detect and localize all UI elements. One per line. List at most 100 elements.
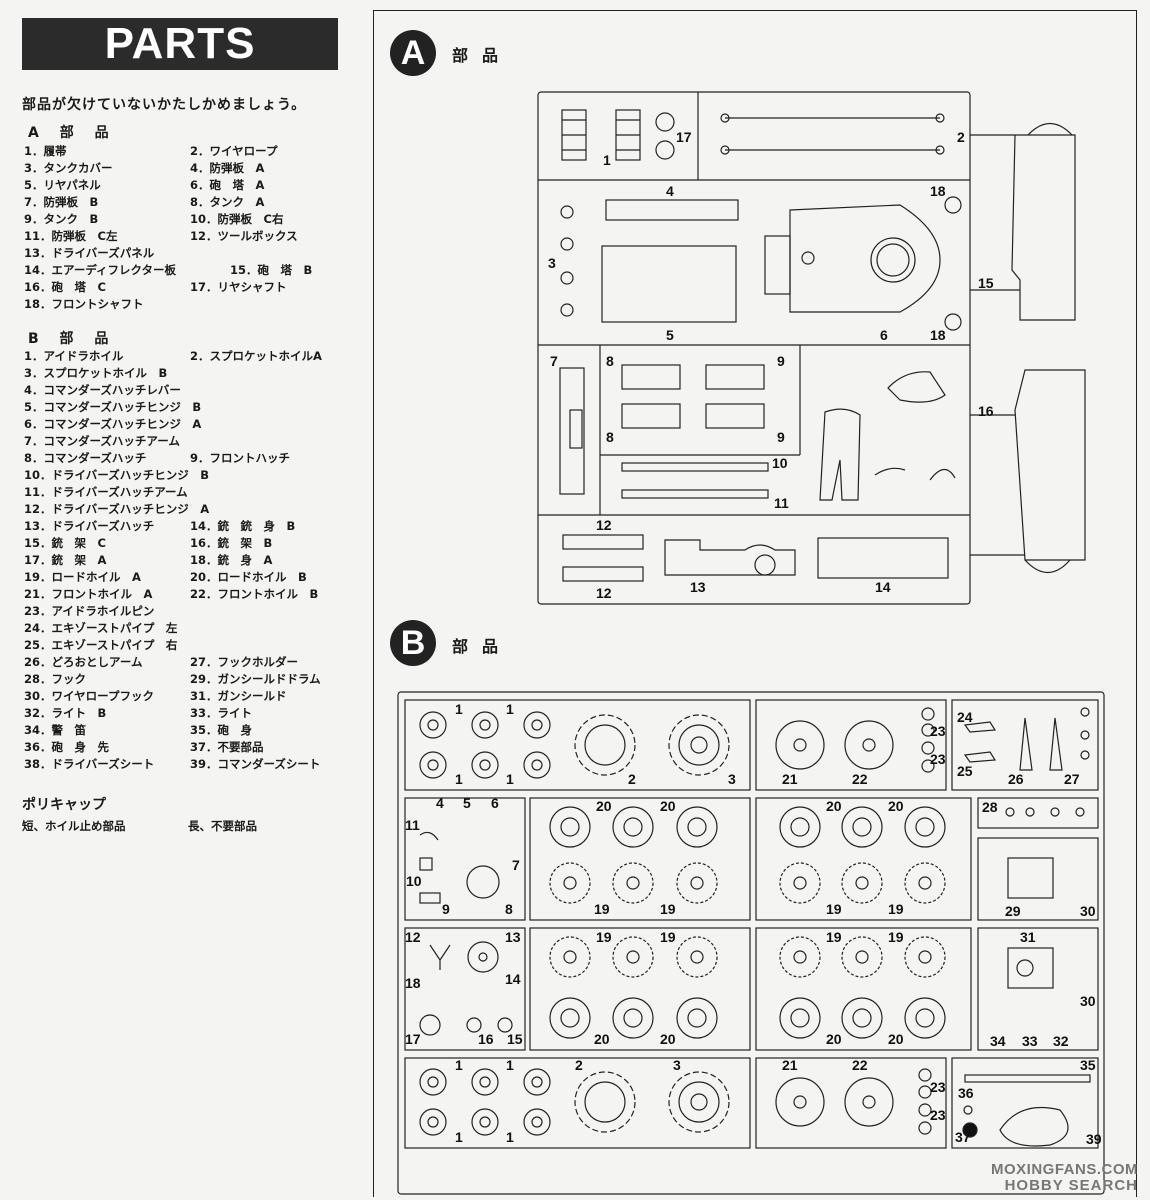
svg-text:19: 19 xyxy=(594,901,610,917)
parts-row: 24．エキゾーストパイプ 左 xyxy=(24,620,322,637)
part-entry: 11．防弾板 C左 xyxy=(24,229,118,243)
svg-text:19: 19 xyxy=(660,901,676,917)
svg-text:7: 7 xyxy=(550,353,558,369)
svg-text:19: 19 xyxy=(826,901,842,917)
svg-text:35: 35 xyxy=(1080,1057,1096,1073)
part-entry: 34．警 笛 xyxy=(24,723,87,737)
svg-text:17: 17 xyxy=(405,1031,421,1047)
polycap-long: 長、不要部品 xyxy=(188,819,257,833)
part-entry: 28．フック xyxy=(24,672,87,686)
parts-row: 6．コマンダーズハッチヒンジ A xyxy=(24,416,322,433)
part-entry: 31．ガンシールド xyxy=(190,689,287,703)
svg-text:29: 29 xyxy=(1005,903,1021,919)
svg-text:23: 23 xyxy=(930,1107,946,1123)
svg-text:13: 13 xyxy=(690,579,706,595)
svg-text:27: 27 xyxy=(1064,771,1080,787)
part-entry: 3．スプロケットホイル B xyxy=(24,366,168,380)
parts-row: 18．フロントシャフト xyxy=(24,296,312,313)
svg-text:3: 3 xyxy=(673,1057,681,1073)
road-wheels-left-bottom xyxy=(549,936,718,1039)
svg-text:13: 13 xyxy=(505,929,521,945)
svg-text:28: 28 xyxy=(982,799,998,815)
part-entry: 9．タンク B xyxy=(24,212,99,226)
part-entry: 4．コマンダーズハッチレバー xyxy=(24,383,181,397)
svg-text:2: 2 xyxy=(628,771,636,787)
part-entry: 7．防弾板 B xyxy=(24,195,99,209)
parts-row: 11．ドライバーズハッチアーム xyxy=(24,484,322,501)
svg-text:14: 14 xyxy=(875,579,891,595)
svg-text:23: 23 xyxy=(930,751,946,767)
polycap-heading: ポリキャップ xyxy=(22,797,106,813)
part-entry: 25．エキゾーストパイプ 右 xyxy=(24,638,178,652)
svg-text:1: 1 xyxy=(506,1057,514,1073)
parts-row: 25．エキゾーストパイプ 右 xyxy=(24,637,322,654)
svg-text:21: 21 xyxy=(782,1057,798,1073)
part-entry: 37．不要部品 xyxy=(190,740,264,754)
svg-text:23: 23 xyxy=(930,1079,946,1095)
part-entry: 8．タンク A xyxy=(190,195,265,209)
diagram-frame xyxy=(373,10,1137,1197)
part-entry: 24．エキゾーストパイプ 左 xyxy=(24,621,178,635)
part-entry: 5．リヤパネル xyxy=(24,178,101,192)
part-entry: 26．どろおとしアーム xyxy=(24,655,143,669)
part-entry: 33．ライト xyxy=(190,706,253,720)
svg-text:5: 5 xyxy=(463,795,471,811)
a-parts-heading: A 部 品 xyxy=(28,125,117,141)
svg-text:33: 33 xyxy=(1022,1033,1038,1049)
svg-text:25: 25 xyxy=(957,763,973,779)
svg-text:18: 18 xyxy=(405,975,421,991)
svg-text:11: 11 xyxy=(774,495,789,511)
part-entry: 14．エアーディフレクター板 xyxy=(24,263,177,277)
part-entry: 2．ワイヤロープ xyxy=(190,144,278,158)
part-entry: 12．ドライバーズハッチヒンジ A xyxy=(24,502,210,516)
part-entry: 10．ドライバーズハッチヒンジ B xyxy=(24,468,209,482)
svg-text:32: 32 xyxy=(1053,1033,1069,1049)
svg-text:12: 12 xyxy=(405,929,421,945)
b-parts-heading: B 部 品 xyxy=(28,331,117,347)
svg-text:20: 20 xyxy=(826,1031,842,1047)
svg-text:8: 8 xyxy=(606,353,614,369)
svg-text:1: 1 xyxy=(455,1057,463,1073)
part-entry: 12．ツールボックス xyxy=(190,229,298,243)
part-entry: 36．砲 身 先 xyxy=(24,740,110,754)
part-entry: 6．コマンダーズハッチヒンジ A xyxy=(24,417,202,431)
svg-text:22: 22 xyxy=(852,771,868,787)
svg-text:30: 30 xyxy=(1080,993,1096,1009)
part-entry: 17．リヤシャフト xyxy=(190,280,287,294)
polycap-row: 短、ホイル止め部品 長、不要部品 xyxy=(22,818,257,834)
svg-text:10: 10 xyxy=(406,873,422,889)
part-entry: 29．ガンシールドドラム xyxy=(190,672,321,686)
svg-text:34: 34 xyxy=(990,1033,1006,1049)
part-entry: 22．フロントホイル B xyxy=(190,587,319,601)
part-entry: 6．砲 塔 A xyxy=(190,178,265,192)
svg-text:20: 20 xyxy=(594,1031,610,1047)
part-entry: 15．銃 架 C xyxy=(24,536,106,550)
part-entry: 4．防弾板 A xyxy=(190,161,265,175)
svg-text:3: 3 xyxy=(548,255,556,271)
svg-text:4: 4 xyxy=(666,183,674,199)
svg-text:36: 36 xyxy=(958,1085,974,1101)
svg-text:14: 14 xyxy=(505,971,521,987)
svg-text:6: 6 xyxy=(491,795,499,811)
svg-text:17: 17 xyxy=(676,129,692,145)
svg-text:9: 9 xyxy=(777,353,785,369)
svg-text:7: 7 xyxy=(512,857,520,873)
svg-text:21: 21 xyxy=(782,771,798,787)
svg-text:37: 37 xyxy=(955,1129,971,1145)
svg-text:18: 18 xyxy=(930,327,946,343)
svg-text:15: 15 xyxy=(978,275,994,291)
part-entry: 8．コマンダーズハッチ xyxy=(24,451,147,465)
svg-text:20: 20 xyxy=(888,1031,904,1047)
svg-text:2: 2 xyxy=(957,129,965,145)
svg-text:9: 9 xyxy=(777,429,785,445)
